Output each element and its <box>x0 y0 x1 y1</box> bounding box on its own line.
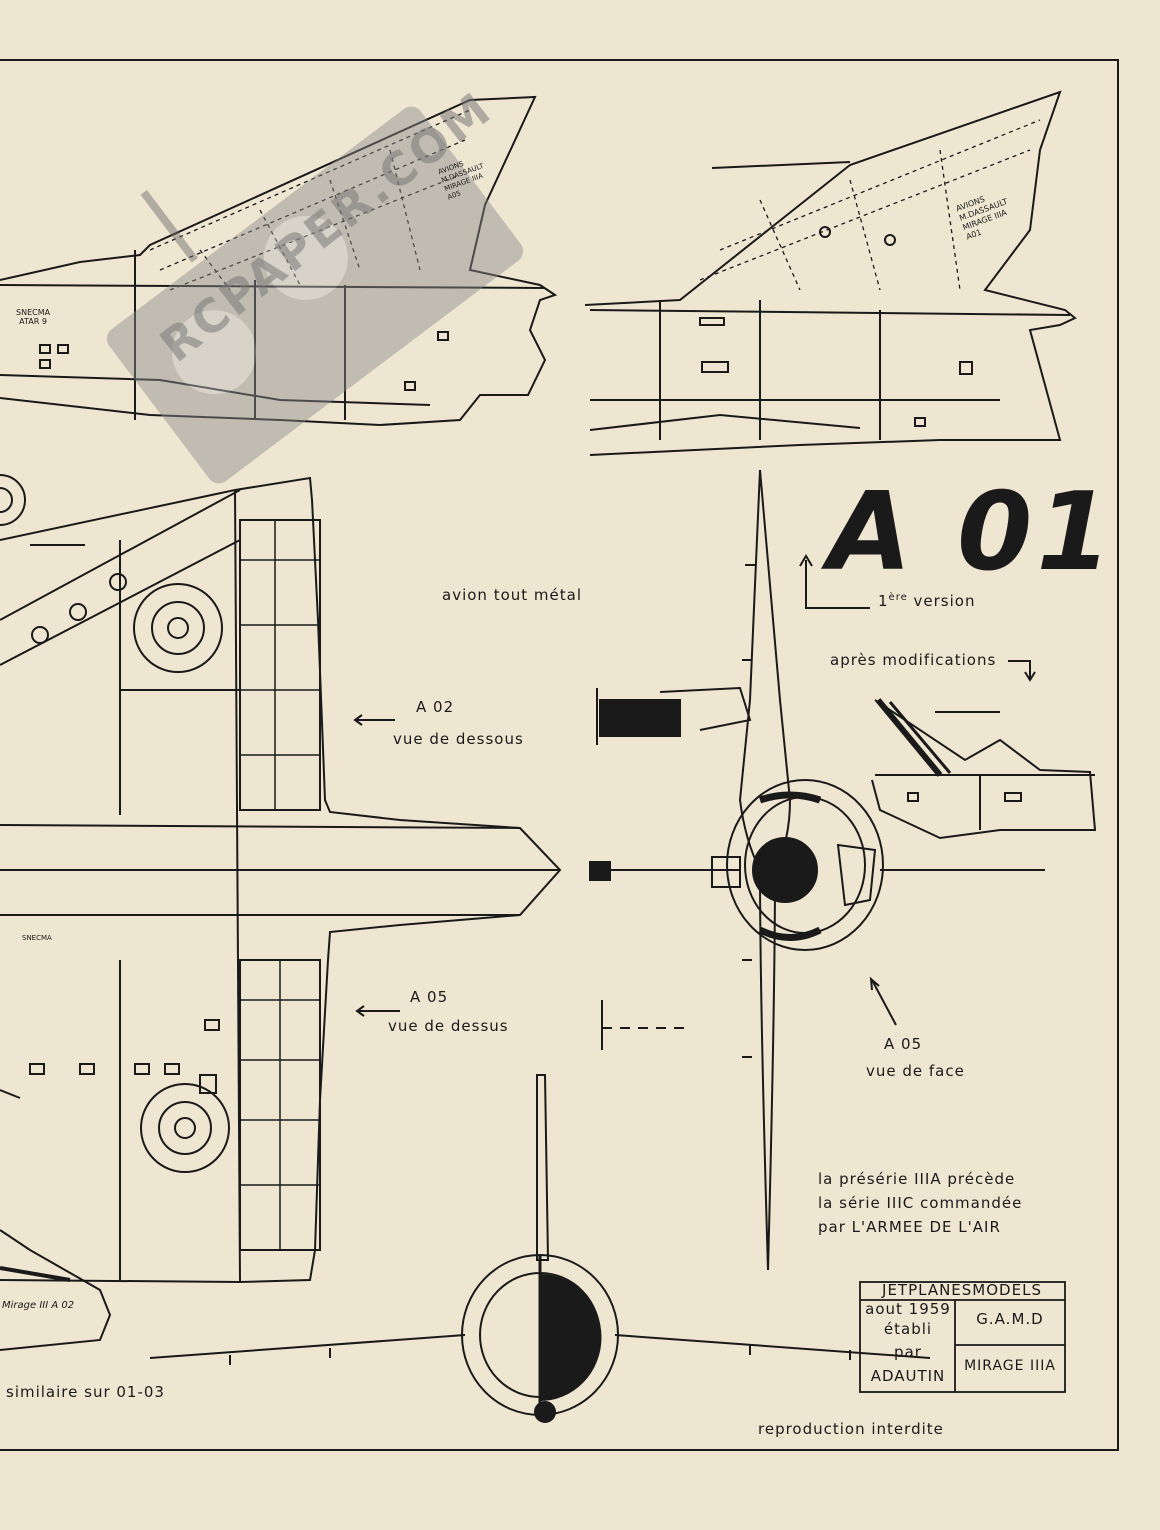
title-block-by: par <box>894 1343 922 1361</box>
a05-top-view-label: vue de dessus <box>388 1017 509 1035</box>
a02-view-label: vue de dessous <box>393 730 524 748</box>
modified-tail-view <box>871 698 1097 840</box>
side-view-left <box>0 95 558 546</box>
title-block-model: MIRAGE IIIA <box>964 1358 1056 1374</box>
nose-marking: Mirage III A 02 <box>2 1300 75 1311</box>
title-block-org: G.A.M.D <box>976 1310 1044 1328</box>
similar-label: similaire sur 01-03 <box>6 1383 165 1401</box>
page-border <box>0 59 1119 1451</box>
after-modifications-label: après modifications <box>830 651 997 669</box>
side-view-right <box>584 90 1077 456</box>
a05-front-label: A 05 <box>884 1035 923 1053</box>
reproduction-label: reproduction interdite <box>758 1420 944 1438</box>
rear-view <box>149 1074 931 1423</box>
title-block-author: ADAUTIN <box>870 1367 946 1385</box>
version-label: 1ère version <box>878 592 976 610</box>
plan-view <box>0 476 562 1351</box>
title-block-established: établi <box>883 1320 933 1338</box>
a05-front-view-label: vue de face <box>866 1062 965 1080</box>
title-block-header: JETPLANESMODELS <box>882 1281 1042 1299</box>
front-view <box>589 469 1045 1271</box>
designation-title: A 01 <box>828 470 1116 595</box>
a05-top-label: A 05 <box>410 988 449 1006</box>
production-note: la présérie IIIA précède la série IIIC c… <box>818 1170 1023 1236</box>
annotation-arrows <box>353 554 1036 1026</box>
title-block-date: aout 1959 <box>865 1300 951 1318</box>
watermark-logo <box>106 106 524 484</box>
material-label: avion tout métal <box>442 586 582 604</box>
title-block-frame <box>859 1281 1066 1393</box>
engine-marking-bottom: SNECMA <box>22 934 52 942</box>
a02-label: A 02 <box>416 698 455 716</box>
